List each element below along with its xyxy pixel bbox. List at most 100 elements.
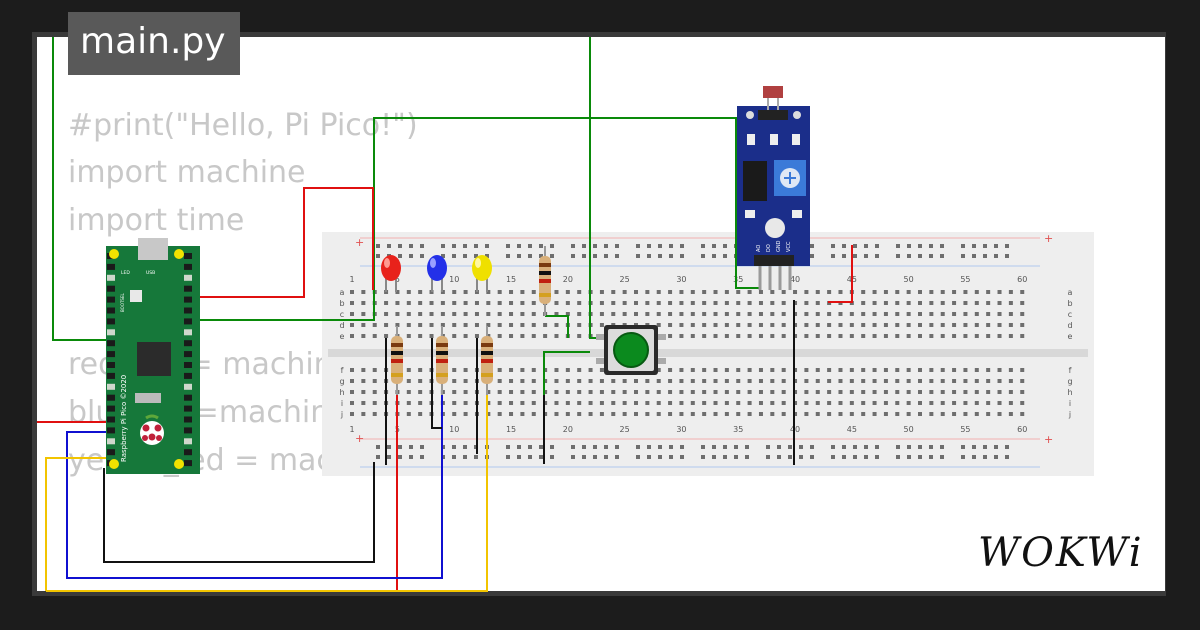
breadboard-hole[interactable]: [713, 412, 718, 416]
breadboard-hole[interactable]: [679, 323, 684, 327]
breadboard-hole[interactable]: [838, 334, 843, 338]
breadboard-hole[interactable]: [361, 368, 366, 372]
breadboard-hole[interactable]: [372, 401, 377, 405]
breadboard-hole[interactable]: [376, 455, 380, 459]
breadboard-hole[interactable]: [429, 334, 434, 338]
pico-pin[interactable]: [107, 394, 115, 401]
breadboard-hole[interactable]: [724, 412, 729, 416]
breadboard-hole[interactable]: [940, 445, 944, 449]
breadboard-hole[interactable]: [543, 401, 548, 405]
breadboard-hole[interactable]: [539, 254, 543, 258]
breadboard-hole[interactable]: [906, 412, 911, 416]
breadboard-hole[interactable]: [781, 379, 786, 383]
breadboard-hole[interactable]: [550, 445, 554, 449]
breadboard-hole[interactable]: [577, 334, 582, 338]
breadboard-hole[interactable]: [827, 312, 832, 316]
breadboard-hole[interactable]: [883, 401, 888, 405]
breadboard-hole[interactable]: [997, 323, 1002, 327]
breadboard-hole[interactable]: [895, 379, 900, 383]
breadboard-hole[interactable]: [974, 290, 979, 294]
breadboard-hole[interactable]: [781, 323, 786, 327]
breadboard-hole[interactable]: [372, 390, 377, 394]
breadboard-hole[interactable]: [497, 390, 502, 394]
breadboard-hole[interactable]: [906, 334, 911, 338]
breadboard-hole[interactable]: [611, 312, 616, 316]
breadboard-hole[interactable]: [918, 312, 922, 316]
breadboard-hole[interactable]: [712, 244, 716, 248]
breadboard-hole[interactable]: [497, 412, 502, 416]
breadboard-hole[interactable]: [520, 401, 525, 405]
breadboard-hole[interactable]: [452, 455, 456, 459]
breadboard-hole[interactable]: [690, 323, 695, 327]
breadboard-hole[interactable]: [680, 254, 684, 258]
pico-pin[interactable]: [107, 285, 115, 292]
breadboard-hole[interactable]: [747, 401, 752, 405]
breadboard-hole[interactable]: [645, 401, 650, 405]
breadboard-hole[interactable]: [896, 254, 900, 258]
breadboard-hole[interactable]: [440, 312, 445, 316]
breadboard-hole[interactable]: [940, 368, 945, 372]
breadboard-hole[interactable]: [827, 390, 832, 394]
breadboard-hole[interactable]: [543, 412, 548, 416]
breadboard-hole[interactable]: [734, 455, 738, 459]
breadboard-hole[interactable]: [883, 323, 888, 327]
breadboard-hole[interactable]: [952, 368, 957, 372]
breadboard-hole[interactable]: [963, 312, 968, 316]
breadboard-hole[interactable]: [350, 401, 354, 405]
breadboard-hole[interactable]: [963, 290, 968, 294]
breadboard-hole[interactable]: [611, 379, 616, 383]
breadboard-hole[interactable]: [1008, 368, 1013, 372]
breadboard-hole[interactable]: [724, 379, 729, 383]
breadboard-hole[interactable]: [961, 254, 965, 258]
breadboard-hole[interactable]: [486, 312, 491, 316]
breadboard-hole[interactable]: [810, 455, 814, 459]
breadboard-hole[interactable]: [997, 312, 1002, 316]
breadboard-hole[interactable]: [554, 412, 559, 416]
breadboard-hole[interactable]: [669, 244, 673, 248]
breadboard-hole[interactable]: [361, 301, 366, 305]
breadboard-hole[interactable]: [963, 301, 968, 305]
breadboard-hole[interactable]: [531, 368, 536, 372]
breadboard-hole[interactable]: [668, 368, 673, 372]
breadboard-hole[interactable]: [724, 312, 729, 316]
breadboard-hole[interactable]: [441, 254, 445, 258]
breadboard-hole[interactable]: [861, 390, 866, 394]
breadboard-hole[interactable]: [588, 390, 593, 394]
breadboard-hole[interactable]: [986, 301, 991, 305]
breadboard-hole[interactable]: [669, 254, 673, 258]
breadboard-hole[interactable]: [986, 290, 991, 294]
breadboard-hole[interactable]: [452, 445, 456, 449]
breadboard-hole[interactable]: [994, 254, 998, 258]
breadboard-hole[interactable]: [1008, 401, 1013, 405]
breadboard-hole[interactable]: [506, 244, 510, 248]
breadboard-hole[interactable]: [963, 368, 968, 372]
breadboard-hole[interactable]: [361, 323, 366, 327]
breadboard-hole[interactable]: [463, 412, 468, 416]
breadboard-hole[interactable]: [701, 244, 705, 248]
breadboard-hole[interactable]: [669, 455, 673, 459]
breadboard-hole[interactable]: [398, 445, 402, 449]
breadboard-hole[interactable]: [747, 301, 752, 305]
breadboard-hole[interactable]: [766, 445, 770, 449]
breadboard-hole[interactable]: [983, 254, 987, 258]
breadboard-hole[interactable]: [588, 401, 593, 405]
wire-blue[interactable]: [66, 382, 443, 579]
pico-pin[interactable]: [107, 318, 115, 325]
breadboard-hole[interactable]: [520, 368, 525, 372]
breadboard-hole[interactable]: [918, 301, 922, 305]
breadboard-hole[interactable]: [622, 379, 627, 383]
breadboard-hole[interactable]: [875, 244, 879, 248]
pico-pin[interactable]: [184, 460, 192, 467]
breadboard-hole[interactable]: [793, 368, 798, 372]
breadboard-hole[interactable]: [565, 401, 570, 405]
breadboard-hole[interactable]: [1020, 412, 1025, 416]
breadboard-hole[interactable]: [452, 334, 457, 338]
breadboard-hole[interactable]: [929, 301, 934, 305]
breadboard-hole[interactable]: [520, 390, 525, 394]
breadboard-hole[interactable]: [929, 445, 933, 449]
breadboard-hole[interactable]: [531, 301, 536, 305]
wire-black-rail-2[interactable]: [431, 338, 442, 429]
breadboard-hole[interactable]: [1005, 455, 1009, 459]
breadboard-hole[interactable]: [838, 412, 843, 416]
breadboard-hole[interactable]: [509, 323, 514, 327]
